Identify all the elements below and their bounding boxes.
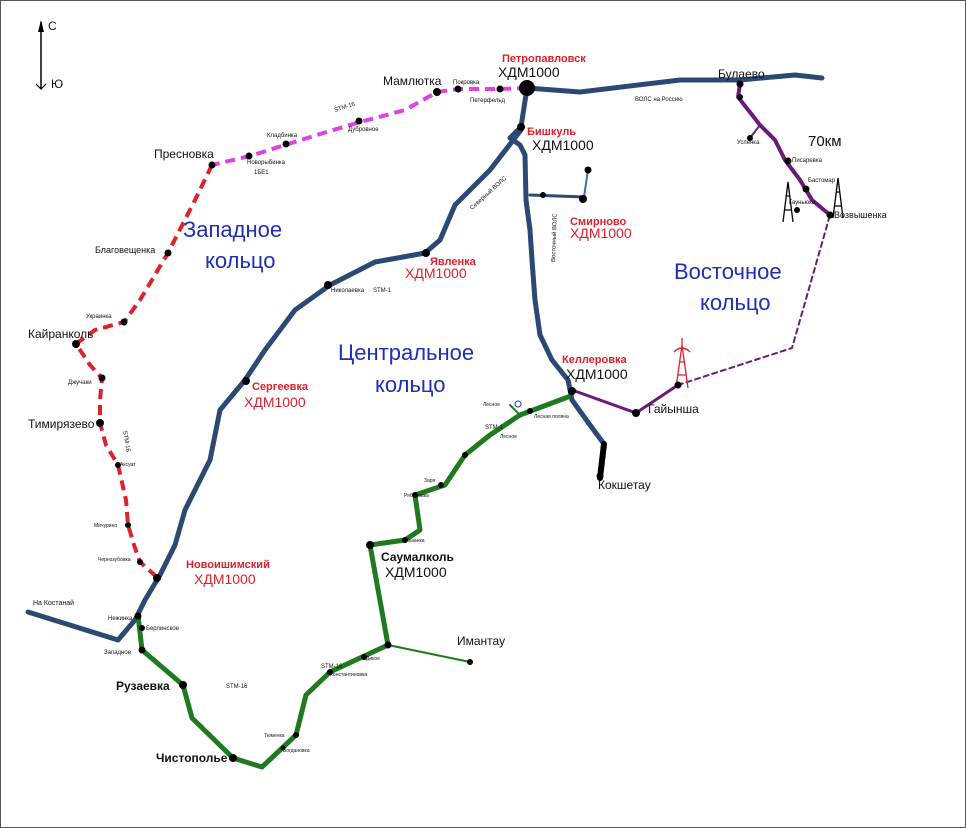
label-stm16-south: STM-16 [226,684,248,690]
label-severny-vols: Северный ВОЛС [469,175,509,212]
place-presnovka: Пресновка [154,147,214,161]
place-bulaevo: Булаево [718,67,765,81]
label-dzhuchaki: Джучаки [68,380,92,386]
line-kokshetau [597,441,607,481]
label-stm16-west: STM-16 [121,430,131,453]
label-vostochny-vols: Восточный ВОЛС [550,213,559,263]
line-petropavlovsk-presnovka [211,86,528,167]
place-kairankol: Кайранколь [28,327,93,341]
label-tiuzhebka: Тюменка [264,733,285,739]
compass-south: Ю [51,77,63,91]
label-pokrovka: Покровка [453,80,480,86]
hub-smirnovo-equip: ХДМ1000 [570,225,632,241]
hub-bishkul-equip: ХДМ1000 [532,137,594,153]
label-nikolaevka: Николаевка [331,288,365,294]
label-lesnoe: Лесное [483,402,500,408]
hub-sergeevka-name: Сергеевка [252,381,309,393]
hub-petropavlovsk-name: Петропавловск [502,53,586,65]
place-chistopole: Чистополье [156,751,228,765]
ring-central-line2: кольцо [375,372,446,397]
label-bogdanovka: Богдановка [283,748,310,754]
hub-saumalkol-equip: ХДМ1000 [385,564,447,580]
place-imantau: Имантау [457,634,505,648]
ring-west-line1: Западное [183,217,282,242]
place-vozvyshenka: Возвышенка [834,210,887,220]
label-peterfeld: Петерфельд [470,98,506,104]
place-mamlyutka: Мамлютка [383,74,442,88]
ring-east-line2: кольцо [700,290,771,315]
radio-tower-icon [782,177,844,223]
label-aksuat: Аксуат [120,462,136,468]
radio-tower-icon [673,338,691,389]
label-chernozub: Чернозубовка [98,557,131,563]
label-bastomar: Бастомар [808,178,836,184]
network-nodes [72,80,834,762]
hub-saumalkol-name: Саумалколь [381,550,454,564]
ring-east-line1: Восточное [674,259,782,284]
label-uspenka: Успенка [737,140,760,146]
label-stm1: STM-1 [373,288,392,294]
label-zarya: Заря [424,478,436,484]
label-stm16-center: STM-16 [321,664,343,670]
label-lesnaya-polyana: Лесная поляна [534,414,569,420]
label-stm16-north: STM-16 [334,101,357,114]
label-zapadnoe: Западное [104,650,132,656]
place-na-kostanai: На Костанай [33,599,74,607]
hub-petropavlovsk-equip: ХДМ1000 [498,64,560,80]
label-mintugino: Мичурино [94,523,117,529]
label-vols-russia: ВОЛС на Россию [635,97,683,103]
label-konstantinovka: Константиновка [330,672,367,678]
hub-novoishimsky-name: Новоишимский [186,559,270,571]
ring-west-line2: кольцо [205,248,276,273]
ring-central-line1: Центральное [338,340,474,365]
label-dubrovnoe: Дубровное [348,127,379,133]
label-beryozki: Берлинское [146,626,180,632]
label-pisarevka: Писаревка [792,158,823,164]
line-west-ring [73,164,214,580]
place-gaiynsha: Гайынша [648,402,699,416]
hub-kellerovka-equip: ХДМ1000 [566,366,628,382]
label-kazanka: Казанка [406,538,425,544]
label-stm16-kel: STM-1 [485,425,504,431]
place-blagoveshchenka: Благовещенка [95,245,155,255]
label-nezhinka: Нежинка [108,616,133,622]
hub-yavlenka-equip: ХДМ1000 [405,265,467,281]
label-km-1b1: 1БЕ1 [254,170,269,176]
label-ryabinovka: Рябиновка [404,493,429,499]
label-lesnoe2: Лесное [500,434,517,440]
line-smirnovo-spur [583,169,589,198]
label-dikoye: Дикое [366,656,380,662]
label-novoryabinka: Новорыбинка [247,160,286,166]
place-kokshetau: Кокшетау [598,478,651,492]
compass-arrow-icon [35,20,47,90]
hub-yavlenka-name: Явленка [430,256,477,268]
hub-sergeevka-equip: ХДМ1000 [244,394,306,410]
compass-north: С [48,19,57,33]
line-smirnovo [528,193,587,199]
hub-smirnovo-name: Смирново [570,216,627,228]
place-ruzaevka: Рузаевка [116,679,170,693]
place-timiryazevo: Тимирязево [28,417,95,431]
hub-novoishimsky-equip: ХДМ1000 [194,571,256,587]
hub-bishkul-name: Бишкуль [527,126,576,138]
label-gauneuka: Гауньюка [789,200,816,206]
label-kladbinka: Кладбинка [267,133,298,139]
line-petropavlovsk-bulaevo [524,72,825,95]
label-km70: 70км [808,133,842,150]
label-ukrainka: Украинка [86,314,112,320]
hub-kellerovka-name: Келлеровка [562,354,627,366]
